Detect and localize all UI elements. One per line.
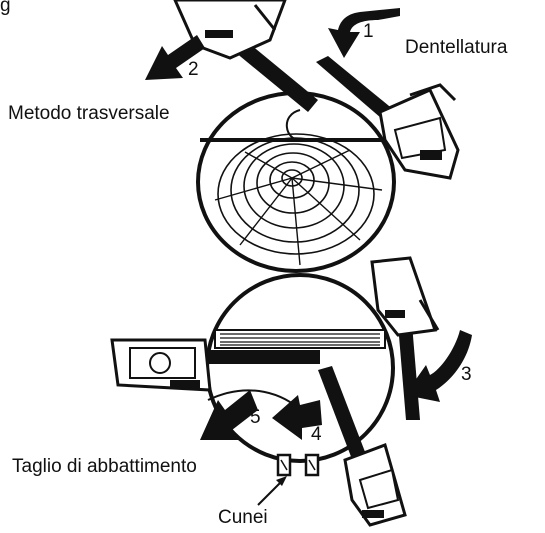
step-number-4: 4 — [311, 424, 322, 445]
chainsaw-top-left — [175, 0, 318, 112]
step-number-3: 3 — [461, 364, 472, 385]
cunei-pointer-arrow — [258, 476, 287, 505]
top-log-cross-section — [198, 93, 394, 271]
label-cunei: Cunei — [218, 508, 268, 527]
label-taglio-abbattimento: Taglio di abbattimento — [12, 457, 197, 476]
label-dentellatura: Dentellatura — [405, 38, 507, 57]
step-number-5: 5 — [250, 407, 261, 428]
step-number-1: 1 — [363, 21, 374, 42]
partial-label-top-left: g — [0, 0, 11, 15]
step-number-2: 2 — [188, 59, 199, 80]
label-metodo-trasversale: Metodo trasversale — [8, 104, 170, 123]
